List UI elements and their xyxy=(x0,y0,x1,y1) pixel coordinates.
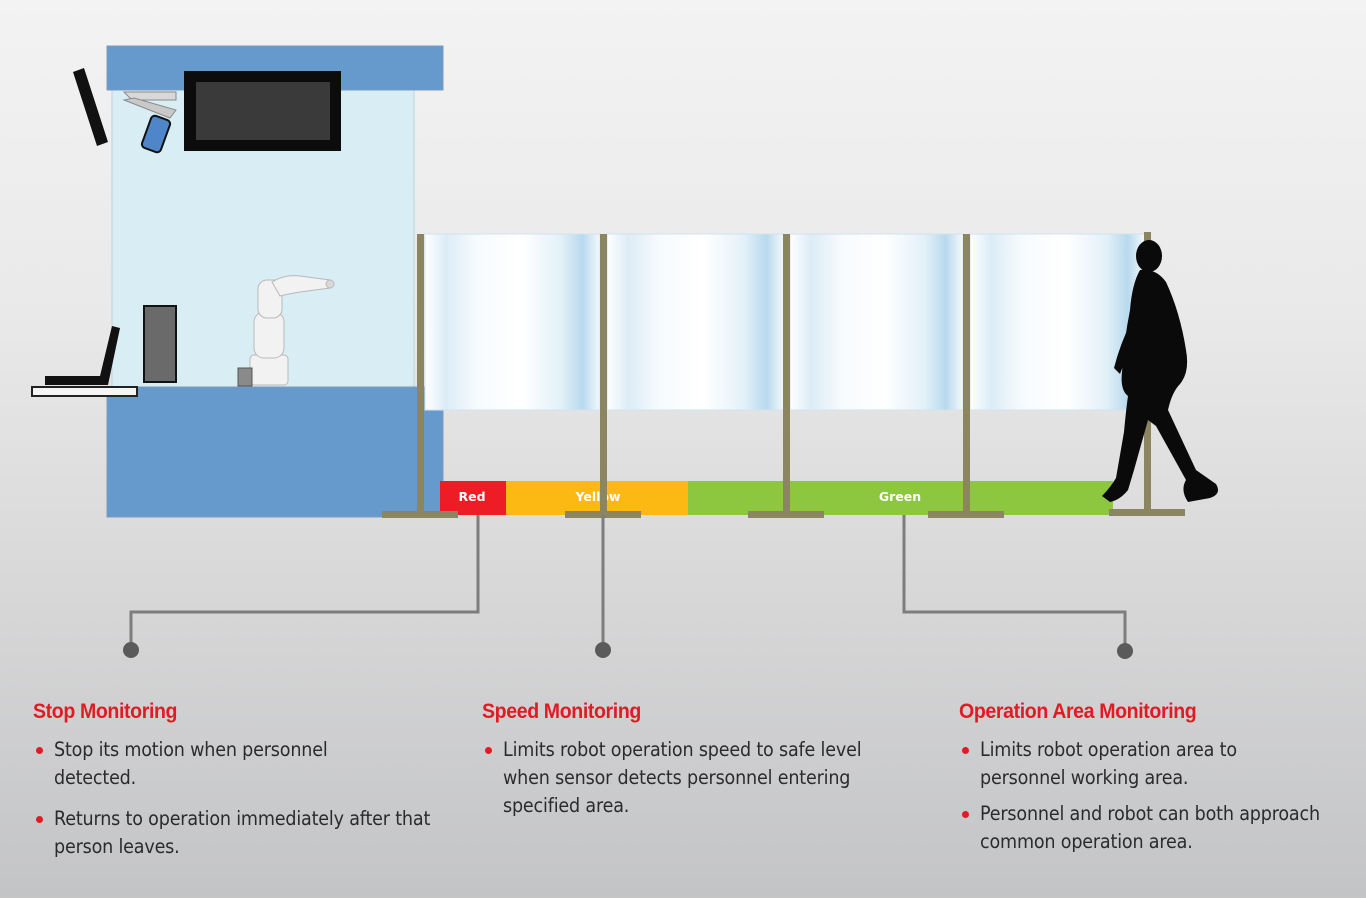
speed-monitoring-list: Limits robot operation speed to safe lev… xyxy=(482,736,912,820)
pole xyxy=(963,234,970,512)
list-item-text: Personnel and robot can both approach co… xyxy=(980,802,1320,853)
list-item: Returns to operation immediately after t… xyxy=(33,805,463,861)
stop-monitoring-section: Stop Monitoring Stop its motion when per… xyxy=(33,700,463,874)
connector-stop xyxy=(129,515,480,648)
person-silhouette xyxy=(1102,240,1218,502)
pole-foot xyxy=(748,511,824,518)
floor-zones: Red Yellow Green xyxy=(440,481,1113,515)
laptop xyxy=(45,326,120,385)
operation-area-monitoring-section: Operation Area Monitoring Limits robot o… xyxy=(959,700,1359,869)
list-item: Stop its motion when personnel detected. xyxy=(33,736,463,792)
robot-cell xyxy=(31,45,444,518)
sensor-bar xyxy=(73,68,108,146)
list-item-text: Limits robot operation area to personnel… xyxy=(980,738,1237,789)
connector-operation xyxy=(902,515,1127,648)
camera-arm xyxy=(122,97,177,119)
cabinet-base xyxy=(106,386,444,518)
pole-foot xyxy=(382,511,458,518)
list-item: Limits robot operation area to personnel… xyxy=(959,736,1359,792)
speed-monitoring-title: Speed Monitoring xyxy=(482,700,641,723)
pole-foot xyxy=(1109,509,1185,516)
pole xyxy=(417,234,424,512)
operation-area-monitoring-title: Operation Area Monitoring xyxy=(959,700,1197,723)
stop-monitoring-list: Stop its motion when personnel detected.… xyxy=(33,736,463,861)
list-item-text: Returns to operation immediately after t… xyxy=(54,807,431,858)
pole xyxy=(600,234,607,512)
zone-red xyxy=(440,481,506,515)
laptop-shelf xyxy=(31,386,138,397)
pole-foot xyxy=(565,511,641,518)
zone-yellow xyxy=(506,481,688,515)
speed-monitoring-section: Speed Monitoring Limits robot operation … xyxy=(482,700,912,833)
camera xyxy=(140,114,172,154)
operation-area-monitoring-list: Limits robot operation area to personnel… xyxy=(959,736,1359,856)
callout-connectors xyxy=(129,515,1127,648)
controller-box xyxy=(143,305,177,383)
list-item-text: Stop its motion when personnel detected. xyxy=(54,738,328,789)
camera-bracket xyxy=(122,91,177,101)
zone-green-label: Green xyxy=(879,489,921,504)
stop-monitoring-title: Stop Monitoring xyxy=(33,700,178,723)
list-item: Limits robot operation speed to safe lev… xyxy=(482,736,912,820)
zone-yellow-label: Yellow xyxy=(574,489,621,504)
list-item-text: Limits robot operation speed to safe lev… xyxy=(503,738,862,817)
zone-red-label: Red xyxy=(458,489,485,504)
robot-arm xyxy=(237,275,335,387)
pole xyxy=(783,234,790,512)
monitor-screen xyxy=(196,82,330,140)
zone-green xyxy=(688,481,1113,515)
connector-dots xyxy=(123,642,1133,659)
safety-monitoring-diagram: Red Yellow Green xyxy=(31,45,1218,659)
fence-panels xyxy=(424,233,1146,411)
list-item: Personnel and robot can both approach co… xyxy=(959,800,1359,856)
pole-foot xyxy=(928,511,1004,518)
